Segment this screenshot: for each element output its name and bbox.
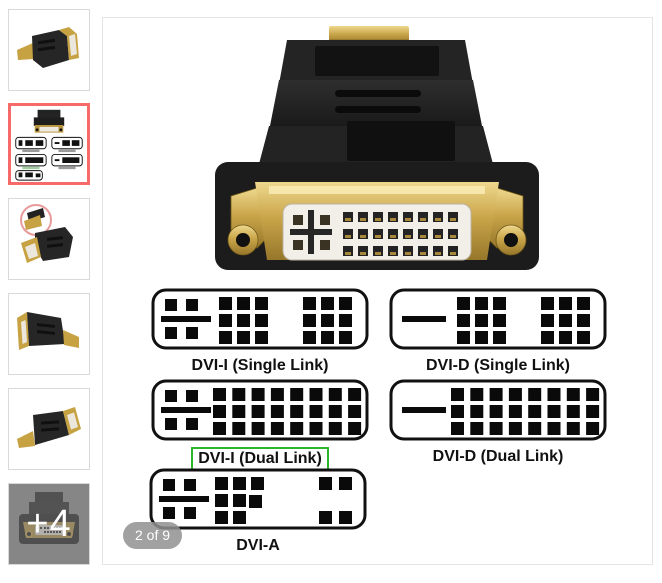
adapter-side-view-image <box>17 27 79 68</box>
connector-pinout-image <box>149 468 367 530</box>
product-photo <box>215 26 539 270</box>
main-image-panel[interactable]: DVI-I (Single Link) DVI-D (Single Link) DV… <box>102 17 653 565</box>
thumbnail-column: +4 <box>8 0 94 583</box>
connector-figure: DVI-A <box>149 468 367 555</box>
connector-figure: DVI-D (Single Link) <box>389 288 607 375</box>
connector-label: DVI-A <box>236 537 280 554</box>
connector-label: DVI-I (Single Link) <box>191 357 329 374</box>
adapter-angled-dvi-right-image <box>17 407 81 448</box>
connector-figure: DVI-I (Single Link) <box>151 288 369 375</box>
connector-pinout-image <box>151 379 369 441</box>
thumbnail-adapter-angled-dvi-left[interactable] <box>8 293 90 375</box>
thumbnail-adapter-hdmi-plug-circled[interactable] <box>8 198 90 280</box>
image-counter-badge: 2 of 9 <box>123 522 183 549</box>
connector-pinout-image <box>151 288 369 350</box>
adapter-angled-dvi-left-image <box>17 312 79 350</box>
connector-pinout-image <box>389 379 607 441</box>
thumbnail-dvi-types-diagram[interactable] <box>8 103 90 185</box>
dvi-types-diagram-image <box>15 109 83 181</box>
thumbnail-adapter-side-view[interactable] <box>8 9 90 91</box>
connector-label: DVI-D (Dual Link) <box>432 448 564 465</box>
connector-label: DVI-D (Single Link) <box>426 357 570 374</box>
connector-figure: DVI-I (Dual Link) <box>151 379 369 472</box>
thumbnail-adapter-angled-dvi-right[interactable] <box>8 388 90 470</box>
more-photos-overlay: +4 <box>9 484 89 564</box>
thumbnail-adapter-front-view-more-photos[interactable]: +4 <box>8 483 90 565</box>
adapter-hdmi-plug-circled-image <box>20 204 73 263</box>
connector-pinout-image <box>389 288 607 350</box>
connector-figure: DVI-D (Dual Link) <box>389 379 607 466</box>
